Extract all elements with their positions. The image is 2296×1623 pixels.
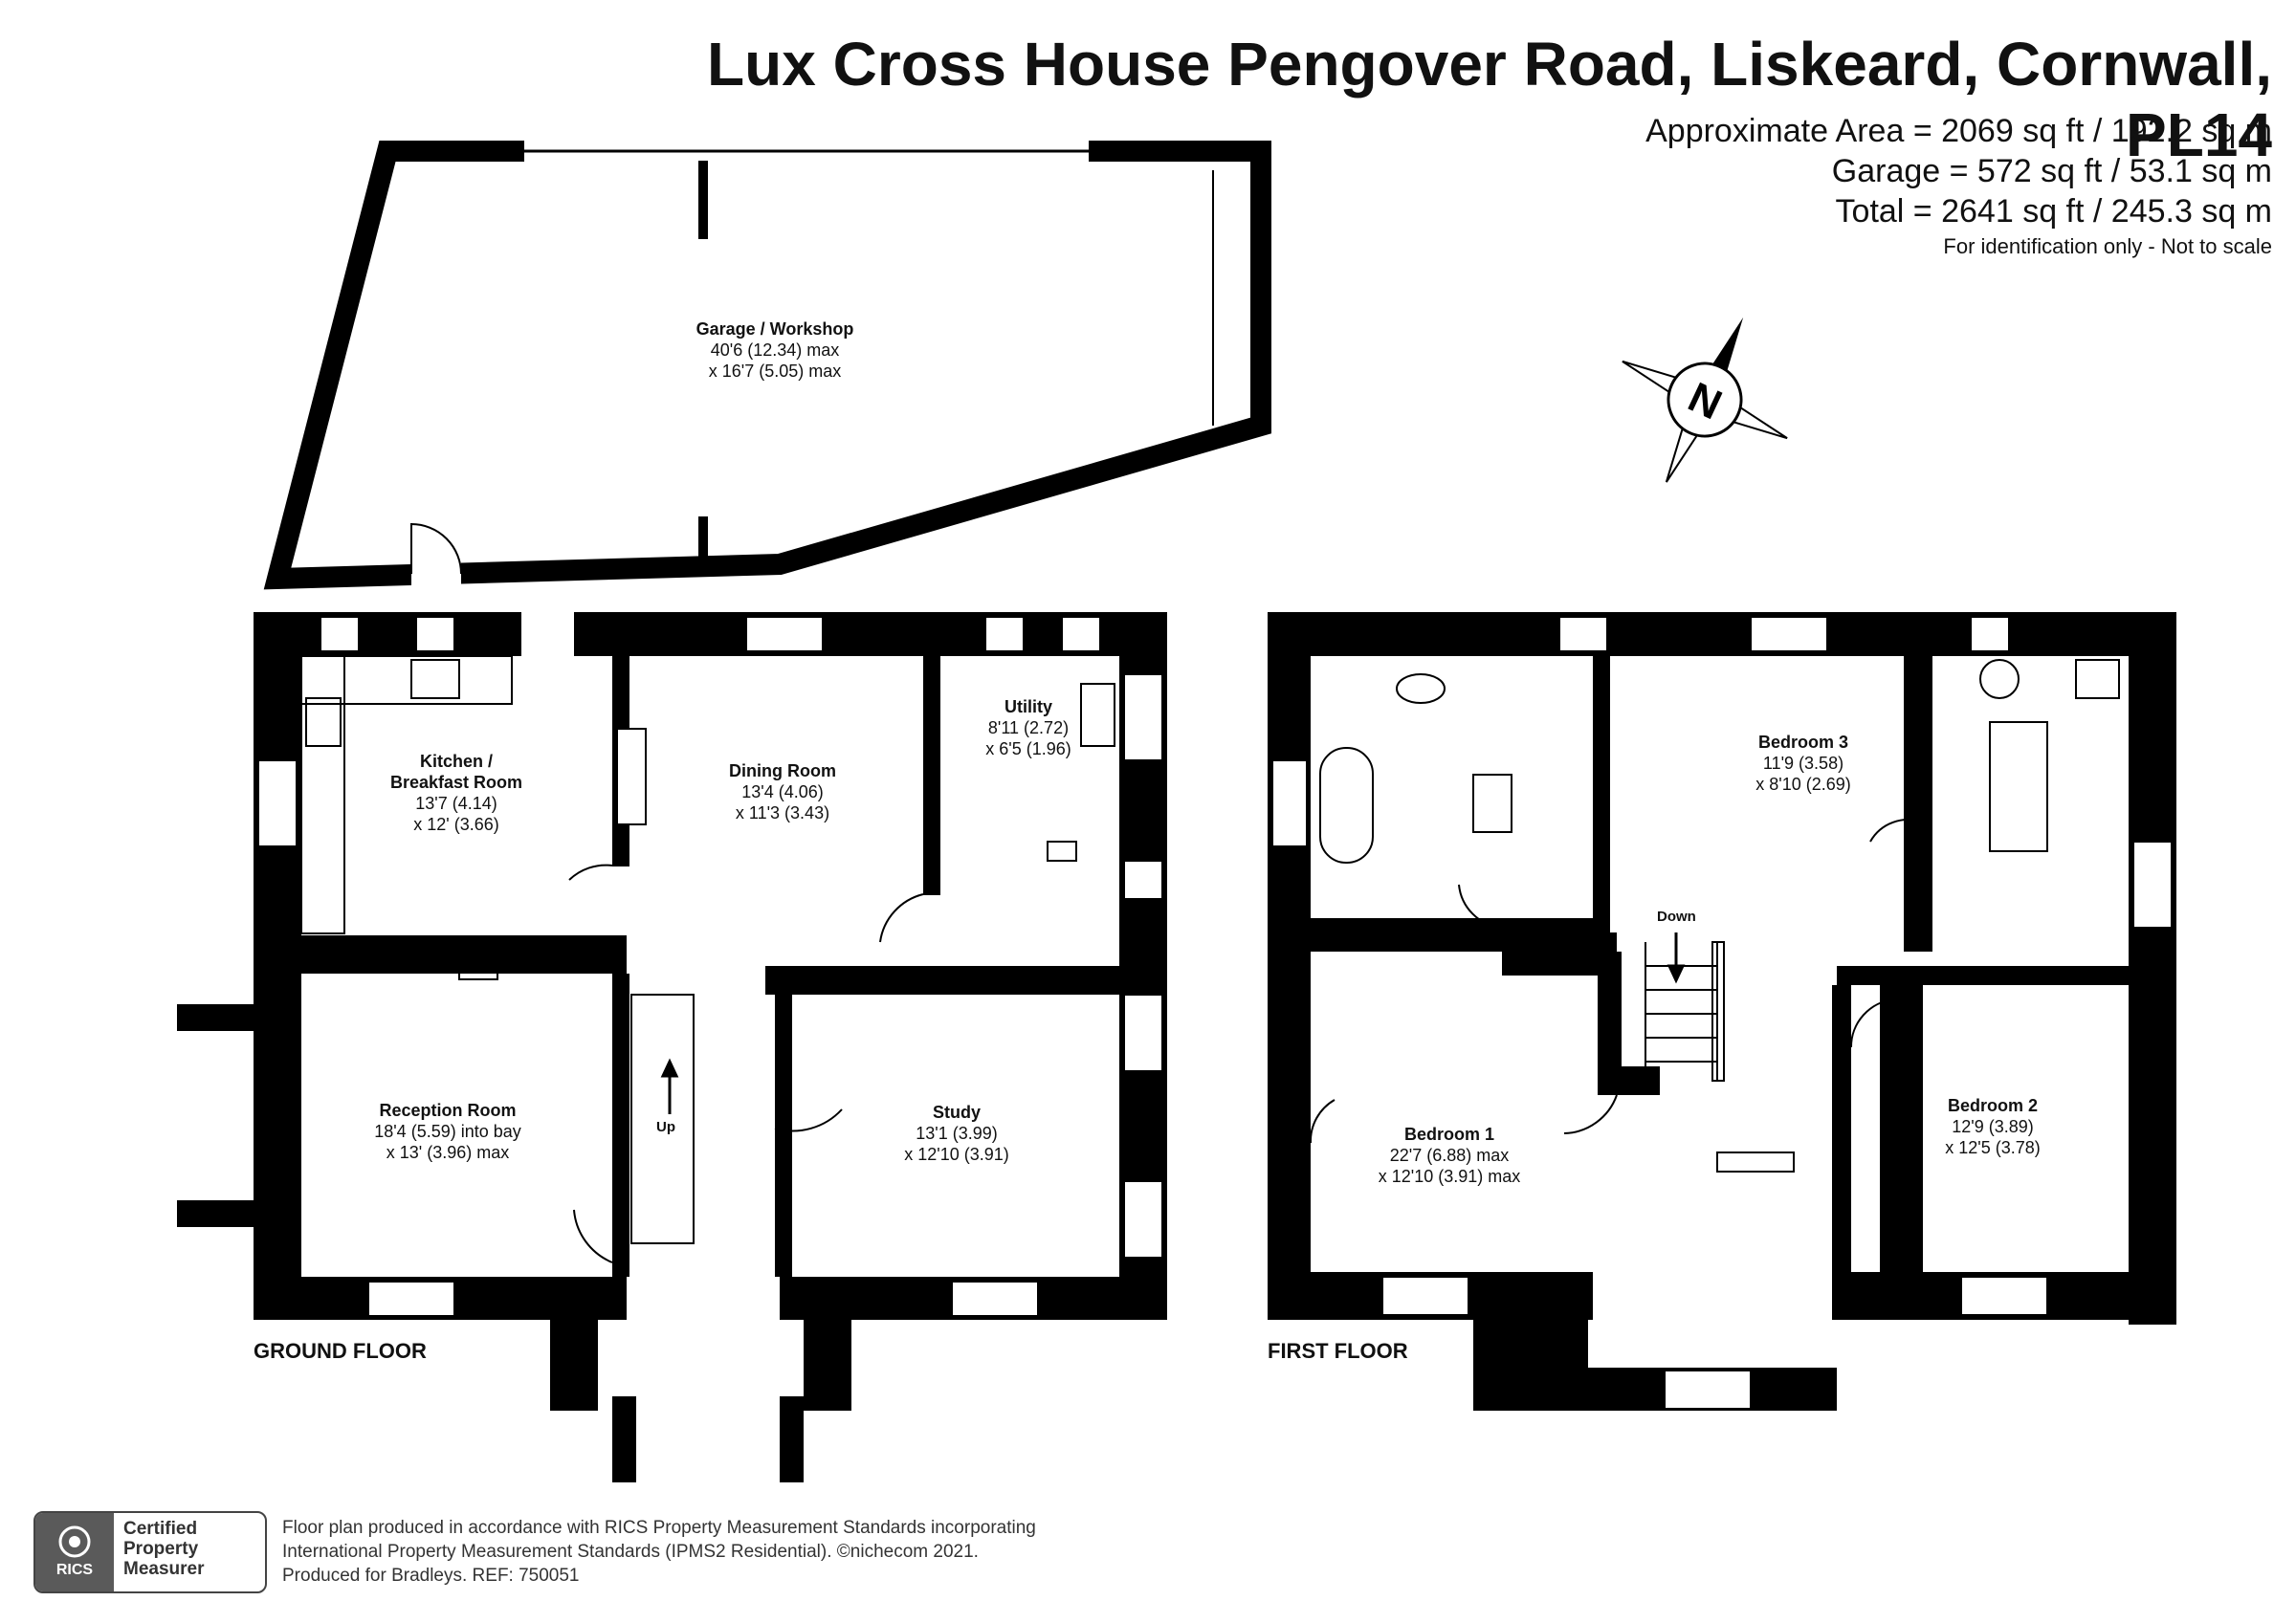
first-floor-label: FIRST FLOOR xyxy=(1268,1339,1408,1363)
room-garage: Garage / Workshop 40'6 (12.34) max x 16'… xyxy=(696,318,854,382)
room-dim: 13'1 (3.99) xyxy=(916,1124,998,1143)
room-name: Bedroom 2 xyxy=(1947,1096,2039,1115)
room-dim: 12'9 (3.89) xyxy=(1952,1117,2034,1136)
garage-area: Garage = 572 sq ft / 53.1 sq m xyxy=(1831,153,2272,189)
room-dim: x 16'7 (5.05) max xyxy=(708,362,842,381)
first-floor-windows xyxy=(1271,616,2173,1410)
garage-walls xyxy=(263,139,1271,590)
total-area: Total = 2641 sq ft / 245.3 sq m xyxy=(1835,193,2272,230)
rics-badge: RICS Certified Property Measurer xyxy=(33,1511,267,1593)
room-name: Bedroom 1 xyxy=(1403,1125,1495,1144)
room-bedroom-1: Bedroom 1 22'7 (6.88) max x 12'10 (3.91)… xyxy=(1379,1124,1521,1187)
footer-line: International Property Measurement Stand… xyxy=(282,1542,979,1562)
compass-icon xyxy=(1622,317,1788,483)
room-name: Bedroom 3 xyxy=(1757,733,1849,752)
room-name: Kitchen / xyxy=(419,752,494,771)
footer-line: Produced for Bradleys. REF: 750051 xyxy=(282,1566,580,1586)
ground-floor-windows xyxy=(257,616,1163,1317)
disclaimer: For identification only - Not to scale xyxy=(1943,234,2272,258)
room-study: Study 13'1 (3.99) x 12'10 (3.91) xyxy=(904,1102,1009,1165)
approximate-area: Approximate Area = 2069 sq ft / 192.2 sq… xyxy=(1645,113,2272,149)
first-floor-fixtures xyxy=(1309,659,2120,1144)
ground-floor-label: GROUND FLOOR xyxy=(254,1339,427,1363)
room-dim: x 13' (3.96) max xyxy=(386,1143,510,1162)
room-dim: 13'4 (4.06) xyxy=(741,782,824,801)
room-name: Reception Room xyxy=(379,1101,517,1120)
room-name: Study xyxy=(932,1103,982,1122)
room-dim: 40'6 (12.34) max xyxy=(710,340,840,360)
room-utility: Utility 8'11 (2.72) x 6'5 (1.96) xyxy=(985,696,1071,759)
rics-badge-text: Certified Property Measurer xyxy=(114,1513,265,1591)
room-dim: 13'7 (4.14) xyxy=(415,794,497,813)
room-dim: x 12'10 (3.91) xyxy=(904,1145,1009,1164)
stair-arrows xyxy=(660,932,1686,1114)
room-reception: Reception Room 18'4 (5.59) into bay x 13… xyxy=(374,1100,521,1163)
ground-floor-fixtures xyxy=(300,655,1115,1263)
room-name: Dining Room xyxy=(729,761,836,780)
room-dim: x 8'10 (2.69) xyxy=(1755,775,1851,794)
room-bedroom-3: Bedroom 3 11'9 (3.58) x 8'10 (2.69) xyxy=(1755,732,1851,795)
badge-line: Property xyxy=(123,1539,199,1559)
room-kitchen: Kitchen / Breakfast Room 13'7 (4.14) x 1… xyxy=(390,751,522,835)
footer-line: Floor plan produced in accordance with R… xyxy=(282,1518,1036,1538)
room-name: Breakfast Room xyxy=(389,773,523,792)
stairs-up-label: Up xyxy=(656,1119,675,1135)
room-dim: 22'7 (6.88) max xyxy=(1389,1146,1510,1165)
room-dim: 8'11 (2.72) xyxy=(987,718,1070,737)
rics-org-text: RICS xyxy=(55,1562,94,1578)
room-dim: x 6'5 (1.96) xyxy=(985,739,1071,758)
room-dim: 18'4 (5.59) into bay xyxy=(374,1122,521,1141)
room-bedroom-2: Bedroom 2 12'9 (3.89) x 12'5 (3.78) xyxy=(1945,1095,2041,1158)
room-dim: x 12'5 (3.78) xyxy=(1945,1138,2041,1157)
room-dining: Dining Room 13'4 (4.06) x 11'3 (3.43) xyxy=(729,760,836,823)
page-title: Lux Cross House Pengover Road, Liskeard,… xyxy=(707,30,2272,169)
room-dim: 11'9 (3.58) xyxy=(1762,754,1844,773)
stairs-down-label: Down xyxy=(1657,909,1696,925)
first-floor-walls xyxy=(1268,612,2176,1411)
room-dim: x 11'3 (3.43) xyxy=(735,803,830,822)
footer-text: Floor plan produced in accordance with R… xyxy=(282,1516,1036,1588)
lion-crest-icon xyxy=(58,1525,91,1558)
room-dim: x 12' (3.66) xyxy=(413,815,499,834)
room-name: Utility xyxy=(1004,697,1053,716)
room-dim: x 12'10 (3.91) max xyxy=(1378,1167,1521,1186)
badge-line: Certified xyxy=(123,1519,198,1539)
badge-line: Measurer xyxy=(123,1559,205,1579)
room-name: Garage / Workshop xyxy=(695,319,854,339)
rics-logo-icon: RICS xyxy=(35,1513,114,1591)
